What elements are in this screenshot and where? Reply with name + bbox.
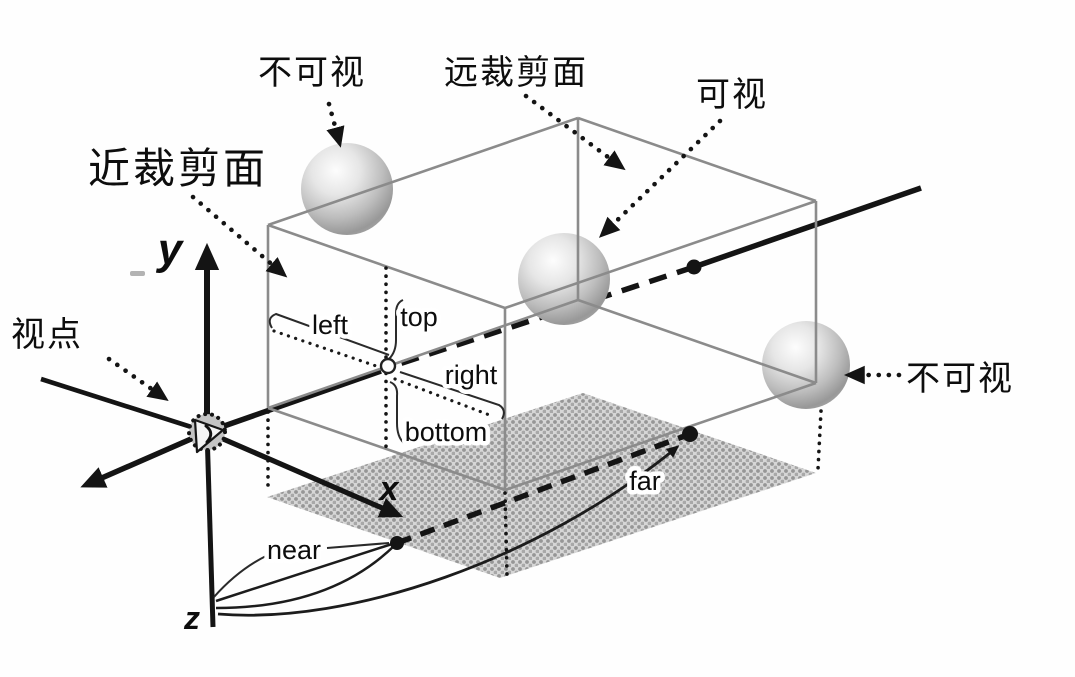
label-near-clip-plane: 近裁剪面: [88, 147, 268, 193]
far-bottom-edge: [577, 298, 817, 385]
far-plane-intersection-dot: [686, 259, 702, 275]
left-bracket: [268, 312, 390, 356]
top-left-receding-edge: [267, 116, 579, 227]
sight-ray-exit-arrow: [80, 429, 209, 488]
view-volume-box: [266, 116, 818, 492]
near-label-connector: [326, 542, 390, 549]
coordinate-axes: y x z: [40, 225, 404, 636]
x-axis-negative: [40, 376, 208, 435]
near-arc-upper: [213, 555, 267, 598]
far-arc: [217, 445, 680, 617]
near-far-indicators: near far: [213, 426, 698, 617]
sight-ray-solid-far: [693, 185, 922, 270]
right-dotted-span: [393, 377, 494, 418]
sight-ray-solid-near: [206, 368, 382, 435]
leader-far-clip-plane: [523, 93, 626, 171]
bottom-left-receding-edge: [267, 298, 579, 410]
z-axis-label: z: [183, 600, 200, 636]
near-line: [215, 542, 393, 603]
near-bottom-edge: [267, 406, 506, 492]
z-axis: [204, 429, 216, 628]
label-right: right: [445, 360, 498, 390]
label-far: far: [629, 466, 661, 496]
near-distance-dot: [390, 536, 404, 550]
drop-line-near-right: [503, 491, 509, 577]
near-leaf-lower: [215, 545, 395, 610]
top-right-receding-edge: [504, 199, 817, 310]
bottom-bracket: [389, 381, 405, 444]
label-visible: 可视: [696, 77, 768, 114]
near-plane-intersection-circle: [379, 357, 397, 375]
label-top: top: [400, 302, 438, 332]
drop-line-right-sphere: [816, 409, 823, 471]
leader-near-clip-plane: [190, 194, 288, 278]
eye-icon: [187, 412, 227, 454]
top-bracket: [388, 299, 404, 360]
bottom-right-receding-edge: [504, 381, 817, 492]
label-left: left: [312, 310, 349, 340]
sphere-outside-top: [301, 143, 393, 235]
print-artifact: [130, 271, 145, 276]
far-distance-dot: [682, 426, 698, 442]
leader-viewpoint: [106, 356, 169, 402]
far-top-edge: [577, 116, 817, 203]
eye-pupil-mark: [204, 424, 213, 444]
x-axis: [205, 429, 404, 518]
label-far-clip-plane: 远裁剪面: [444, 54, 588, 92]
near-plane-measurements: left top right bottom: [268, 266, 505, 452]
label-not-visible-right: 不可视: [906, 361, 1014, 398]
x-axis-label: x: [378, 470, 401, 508]
leader-not-visible-top: [326, 101, 345, 148]
label-viewpoint: 视点: [11, 316, 83, 354]
label-bottom: bottom: [405, 417, 488, 447]
label-not-visible-top: 不可视: [258, 55, 366, 92]
y-axis-label: y: [156, 225, 185, 274]
label-near: near: [267, 535, 321, 565]
sphere-visible: [518, 233, 610, 325]
sphere-outside-right: [762, 321, 850, 409]
right-bracket: [399, 371, 505, 420]
callouts: 不可视 远裁剪面 可视 近裁剪面 视点 不可视: [11, 54, 1014, 402]
floor-ray-dashed: [396, 431, 691, 546]
leader-visible: [598, 118, 723, 238]
